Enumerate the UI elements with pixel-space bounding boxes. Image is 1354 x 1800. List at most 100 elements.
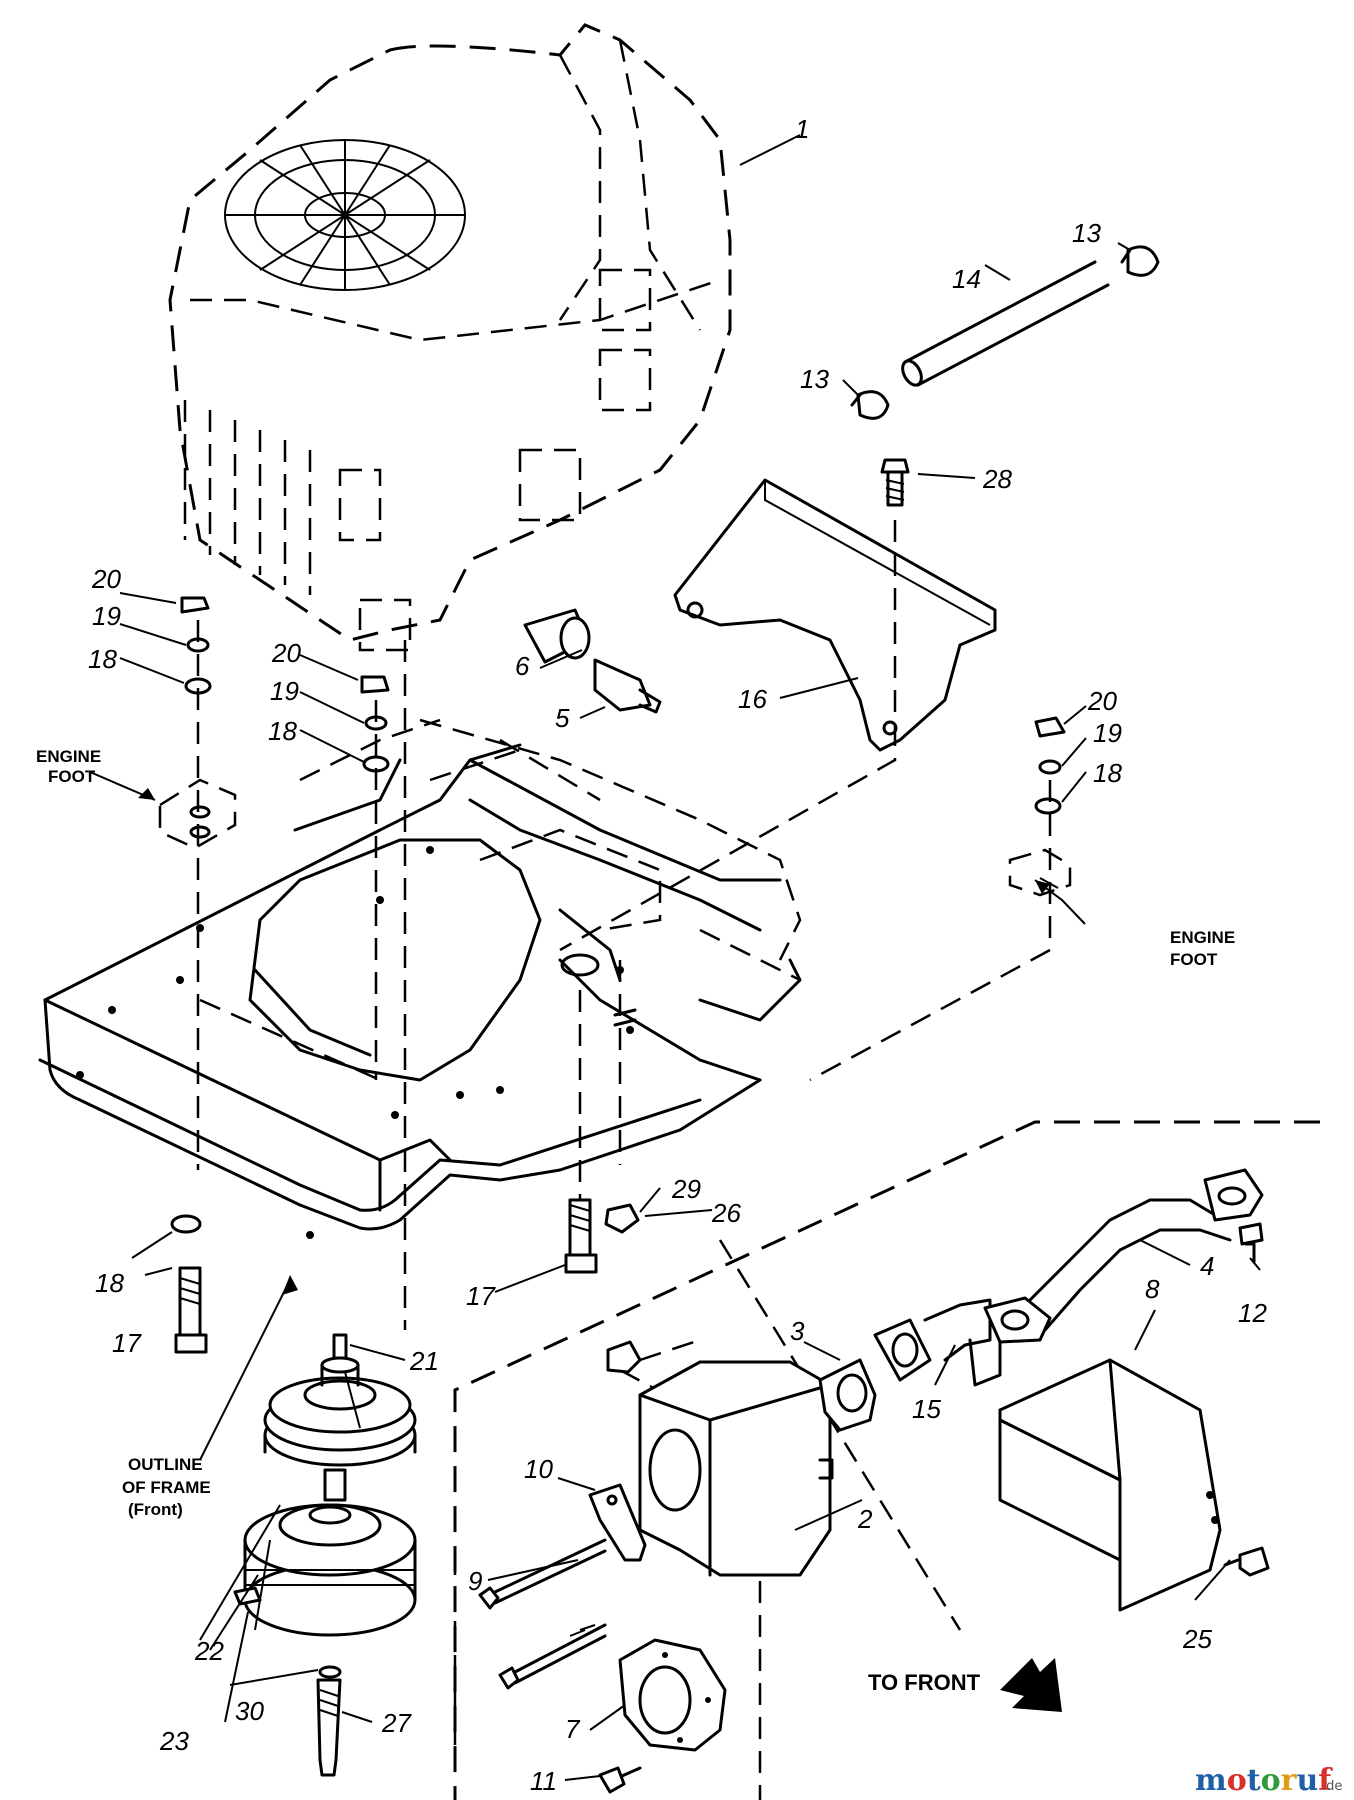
clutch-23 bbox=[233, 1468, 417, 1637]
callout-27: 27 bbox=[381, 1708, 412, 1738]
flange-7 bbox=[618, 1638, 727, 1752]
bolt-9-upper bbox=[478, 1538, 607, 1610]
callout-17b: 17 bbox=[466, 1281, 496, 1311]
heat-shield-8 bbox=[998, 1358, 1222, 1612]
callout-23: 23 bbox=[159, 1726, 189, 1756]
exhaust-pipe bbox=[873, 1296, 1052, 1387]
callout-18c: 18 bbox=[1093, 758, 1122, 788]
callout-1: 1 bbox=[795, 114, 809, 144]
bolt-17-left bbox=[174, 1266, 208, 1354]
callout-12: 12 bbox=[1238, 1298, 1267, 1328]
hardware-stack-center bbox=[360, 675, 390, 773]
outline-label-line2: OF FRAME bbox=[122, 1478, 211, 1497]
hardware-stack-right bbox=[1034, 716, 1066, 815]
arrowhead-icon bbox=[1035, 880, 1050, 894]
engine-outline bbox=[168, 23, 732, 652]
washer-30 bbox=[318, 1665, 342, 1679]
callout-14: 14 bbox=[952, 264, 981, 294]
engine-foot-left-line2: FOOT bbox=[48, 767, 96, 786]
callout-19c: 19 bbox=[1093, 718, 1122, 748]
callout-17a: 17 bbox=[112, 1328, 142, 1358]
engine-foot-right-line1: ENGINE bbox=[1170, 928, 1235, 947]
callout-7: 7 bbox=[565, 1714, 581, 1744]
watermark-letter: t bbox=[1247, 1763, 1261, 1798]
callout-29: 29 bbox=[671, 1174, 701, 1204]
pipe-4 bbox=[1028, 1168, 1264, 1332]
to-front-arrow-icon bbox=[1000, 1658, 1062, 1712]
screw-12 bbox=[1238, 1222, 1264, 1264]
clamp-10 bbox=[588, 1483, 647, 1562]
mounting-bracket bbox=[673, 478, 997, 752]
outline-label-line3: (Front) bbox=[128, 1500, 183, 1519]
callout-30: 30 bbox=[235, 1696, 264, 1726]
callout-11: 11 bbox=[530, 1766, 557, 1796]
screw-25 bbox=[1223, 1546, 1270, 1577]
callout-4: 4 bbox=[1200, 1251, 1214, 1281]
watermark-letter: o bbox=[1261, 1763, 1281, 1798]
engine-foot-left bbox=[158, 778, 237, 850]
callout-16: 16 bbox=[738, 684, 767, 714]
outline-label-line1: OUTLINE bbox=[128, 1455, 203, 1474]
callout-13b: 13 bbox=[800, 364, 829, 394]
screw-11 bbox=[598, 1766, 642, 1794]
callout-21: 21 bbox=[409, 1346, 439, 1376]
fitting-6 bbox=[523, 608, 591, 664]
leader-lines bbox=[89, 134, 1261, 1781]
washer-18-bottom bbox=[170, 1214, 202, 1234]
callout-15: 15 bbox=[912, 1394, 941, 1424]
callout-20c: 20 bbox=[1087, 686, 1117, 716]
callout-25: 25 bbox=[1182, 1624, 1212, 1654]
watermark-letter: u bbox=[1296, 1763, 1318, 1798]
frame bbox=[38, 718, 802, 1239]
callout-20a: 20 bbox=[91, 564, 121, 594]
key-21 bbox=[332, 1333, 348, 1360]
callout-2: 2 bbox=[857, 1504, 873, 1534]
hose-clamp-upper bbox=[1120, 245, 1160, 277]
callout-22: 22 bbox=[194, 1636, 224, 1666]
callouts: 1 2 3 4 5 6 7 8 9 10 11 12 13 13 14 15 1… bbox=[88, 114, 1267, 1796]
callout-18d: 18 bbox=[95, 1268, 124, 1298]
watermark-letter: f bbox=[1318, 1763, 1333, 1798]
svg-text:motoruf: motoruf bbox=[1195, 1763, 1333, 1798]
bolt-27 bbox=[316, 1678, 342, 1777]
nut-29 bbox=[604, 1203, 640, 1234]
callout-18b: 18 bbox=[268, 716, 297, 746]
hardware-stack-left bbox=[180, 596, 212, 695]
watermark-letter: o bbox=[1227, 1763, 1247, 1798]
callout-19a: 19 bbox=[92, 601, 121, 631]
arrowhead-icon bbox=[138, 788, 155, 800]
callout-10: 10 bbox=[524, 1454, 553, 1484]
engine-foot-right-line2: FOOT bbox=[1170, 950, 1218, 969]
watermark-logo: motoruf .de bbox=[1195, 1763, 1342, 1798]
pulley-22 bbox=[263, 1356, 417, 1467]
engine-foot-right bbox=[1008, 848, 1072, 897]
callout-28: 28 bbox=[982, 464, 1012, 494]
callout-3: 3 bbox=[790, 1316, 805, 1346]
callout-5: 5 bbox=[555, 703, 570, 733]
callout-13a: 13 bbox=[1072, 218, 1101, 248]
callout-18a: 18 bbox=[88, 644, 117, 674]
valve-5 bbox=[593, 658, 662, 714]
callout-20b: 20 bbox=[271, 638, 301, 668]
text-labels: ENGINE FOOT ENGINE FOOT OUTLINE OF FRAME… bbox=[36, 747, 1235, 1695]
engine-foot-left-line1: ENGINE bbox=[36, 747, 101, 766]
bolt-9-lower bbox=[498, 1623, 607, 1690]
bolt-28 bbox=[880, 458, 910, 507]
watermark-letter: r bbox=[1281, 1763, 1298, 1798]
nut-26 bbox=[606, 1340, 642, 1374]
bolt-17-center bbox=[564, 1198, 598, 1274]
callout-9: 9 bbox=[468, 1566, 482, 1596]
gasket-3 bbox=[818, 1358, 877, 1432]
watermark-suffix: .de bbox=[1322, 1779, 1342, 1794]
muffler-2 bbox=[638, 1360, 834, 1577]
hose-clamp-lower bbox=[850, 390, 890, 420]
callout-26: 26 bbox=[711, 1198, 741, 1228]
fuel-hose bbox=[901, 260, 1110, 387]
callout-19b: 19 bbox=[270, 676, 299, 706]
watermark-letter: m bbox=[1195, 1763, 1227, 1798]
callout-8: 8 bbox=[1145, 1274, 1160, 1304]
outline-leader bbox=[199, 1279, 291, 1461]
to-front-label: TO FRONT bbox=[868, 1670, 981, 1695]
callout-6: 6 bbox=[515, 651, 530, 681]
